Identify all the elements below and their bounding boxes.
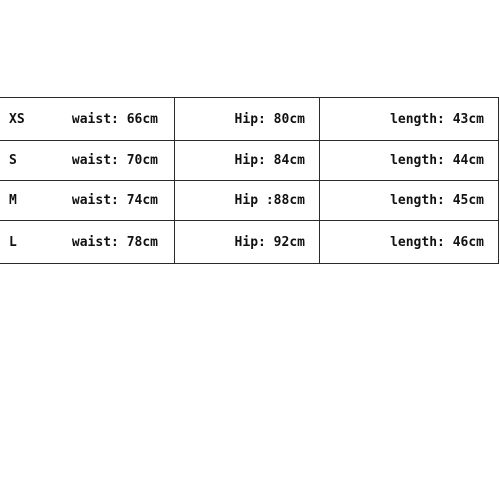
size-label: S [9, 153, 17, 168]
size-label: M [9, 193, 17, 208]
length-cell: length: 44cm [319, 140, 499, 181]
hip-value: Hip: 80cm [234, 111, 305, 127]
table-row: M waist: 74cm Hip :88cm length: 45cm [0, 180, 499, 221]
size-waist-cell: L waist: 78cm [0, 220, 175, 264]
hip-cell: Hip: 92cm [174, 220, 320, 264]
size-waist-cell: M waist: 74cm [0, 180, 175, 221]
waist-value: waist: 78cm [71, 234, 158, 250]
waist-value: waist: 66cm [71, 111, 158, 127]
hip-value: Hip: 84cm [234, 153, 305, 168]
waist-value: waist: 74cm [71, 193, 158, 208]
hip-cell: Hip: 80cm [174, 97, 320, 141]
hip-cell: Hip :88cm [174, 180, 320, 221]
length-value: length: 44cm [390, 153, 484, 168]
length-value: length: 43cm [390, 111, 484, 127]
hip-value: Hip :88cm [234, 193, 305, 208]
size-waist-cell: S waist: 70cm [0, 140, 175, 181]
length-cell: length: 45cm [319, 180, 499, 221]
size-label: L [9, 234, 17, 250]
length-cell: length: 43cm [319, 97, 499, 141]
size-chart-table: XS waist: 66cm Hip: 80cm length: 43cm [0, 97, 499, 264]
length-value: length: 46cm [390, 234, 484, 250]
hip-value: Hip: 92cm [234, 234, 305, 250]
size-waist-cell: XS waist: 66cm [0, 97, 175, 141]
waist-value: waist: 70cm [71, 153, 158, 168]
hip-cell: Hip: 84cm [174, 140, 320, 181]
table-row: XS waist: 66cm Hip: 80cm length: 43cm [0, 97, 499, 141]
size-label: XS [9, 111, 25, 127]
length-value: length: 45cm [390, 193, 484, 208]
length-cell: length: 46cm [319, 220, 499, 264]
table-row: L waist: 78cm Hip: 92cm length: 46cm [0, 220, 499, 264]
table-row: S waist: 70cm Hip: 84cm length: 44cm [0, 140, 499, 181]
